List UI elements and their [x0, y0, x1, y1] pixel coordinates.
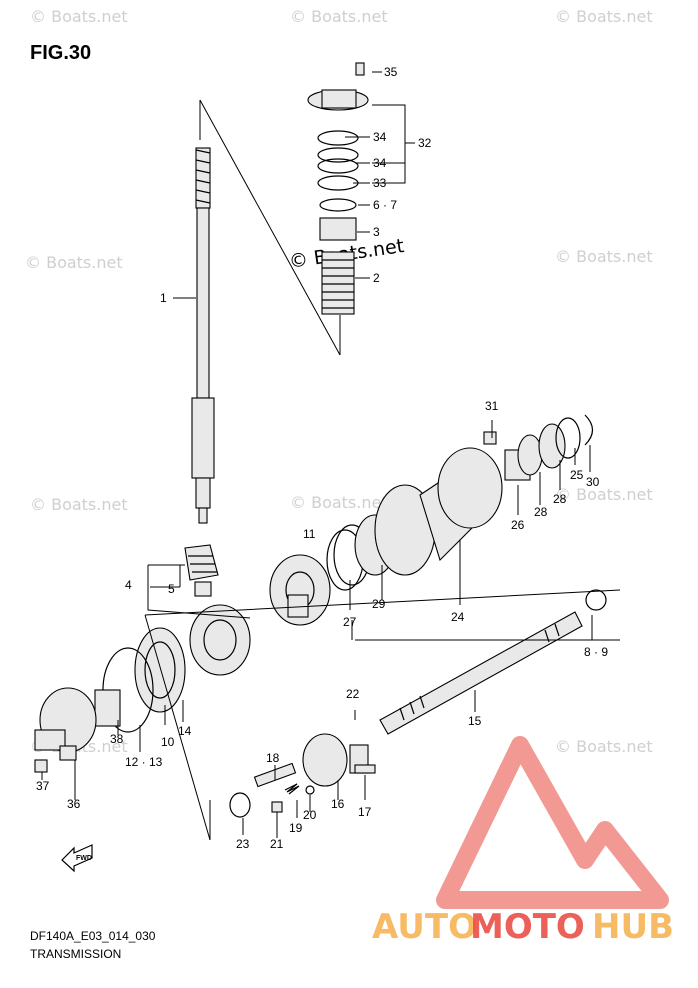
figure-name: TRANSMISSION	[30, 947, 122, 961]
callout-label: 18	[266, 751, 280, 765]
bracket-line	[199, 99, 341, 356]
callout-label: 8 · 9	[584, 645, 608, 659]
callout-label: 32	[418, 136, 432, 150]
callout-label: 12 · 13	[125, 755, 163, 769]
callout-label: 10	[161, 735, 175, 749]
clutch-assembly	[229, 733, 376, 818]
callout-label: 14	[178, 724, 192, 738]
callout-label: 2	[373, 271, 380, 285]
watermark: © Boats.net	[290, 7, 388, 26]
callout-label: 3	[373, 225, 380, 239]
bracket-line	[147, 564, 251, 619]
watermark: © Boats.net	[555, 485, 653, 504]
brand-text-moto: MOTO	[470, 907, 585, 947]
rear-bearing-stack	[483, 414, 594, 481]
brand-text-auto: AUTO	[372, 907, 477, 947]
watermark: © Boats.net	[555, 737, 653, 756]
callout-labels: 35 34 32 34 33 6 · 7 3 2 1 31 30 25 28 2…	[36, 65, 608, 851]
callout-label: 6 · 7	[373, 198, 397, 212]
callout-label: 33	[373, 176, 387, 190]
propeller-shaft	[379, 589, 607, 735]
callout-label: 34	[373, 156, 387, 170]
pinion-gear	[184, 544, 219, 597]
drive-shaft	[191, 147, 215, 524]
reverse-gear	[269, 554, 331, 626]
callout-label: 37	[36, 779, 50, 793]
callout-label: 26	[511, 518, 525, 532]
callout-label: 34	[373, 130, 387, 144]
bracket-line	[144, 589, 621, 841]
callout-label: 21	[270, 837, 284, 851]
callout-label: 31	[485, 399, 499, 413]
upper-stack	[307, 62, 369, 315]
figure-title: FIG.30	[30, 42, 92, 64]
brand-text-hub: HUB	[592, 907, 674, 947]
callout-label: 11	[303, 527, 316, 541]
bearing-housing	[374, 447, 503, 576]
automotohub-logo: AUTO MOTO HUB	[372, 736, 674, 947]
figure-code: DF140A_E03_014_030	[30, 929, 156, 943]
watermark: © Boats.net	[555, 247, 653, 266]
callout-label: 22	[346, 687, 360, 701]
callout-label: 36	[67, 797, 81, 811]
watermark: © Boats.net	[555, 7, 653, 26]
watermarks: © Boats.net © Boats.net © Boats.net © Bo…	[25, 7, 653, 756]
callout-label: 27	[343, 615, 357, 629]
callout-label: 30	[586, 475, 600, 489]
callout-label: 17	[358, 805, 372, 819]
callout-label: 23	[236, 837, 250, 851]
watermark: © Boats.net	[25, 253, 123, 272]
callout-label: 4	[125, 578, 132, 592]
callout-label: 25	[570, 468, 584, 482]
callout-label: 5	[168, 582, 175, 596]
callout-label: 16	[331, 797, 345, 811]
callout-label: 29	[372, 597, 386, 611]
callout-label: 38	[110, 732, 124, 746]
callout-label: 24	[451, 610, 465, 624]
callout-label: 28	[534, 505, 548, 519]
callout-lines	[41, 71, 620, 838]
callout-label: 20	[303, 808, 317, 822]
callout-label: 35	[384, 65, 398, 79]
callout-label: 19	[289, 821, 303, 835]
fwd-arrow-icon: FWD	[61, 844, 93, 873]
callout-label: 28	[553, 492, 567, 506]
watermark: © Boats.net	[30, 7, 128, 26]
fwd-label: FWD	[76, 855, 92, 862]
watermark: © Boats.net	[290, 493, 388, 512]
forward-gear-assembly	[34, 604, 251, 773]
watermark: © Boats.net	[30, 495, 128, 514]
callout-label: 15	[468, 714, 482, 728]
callout-label: 1	[160, 291, 167, 305]
